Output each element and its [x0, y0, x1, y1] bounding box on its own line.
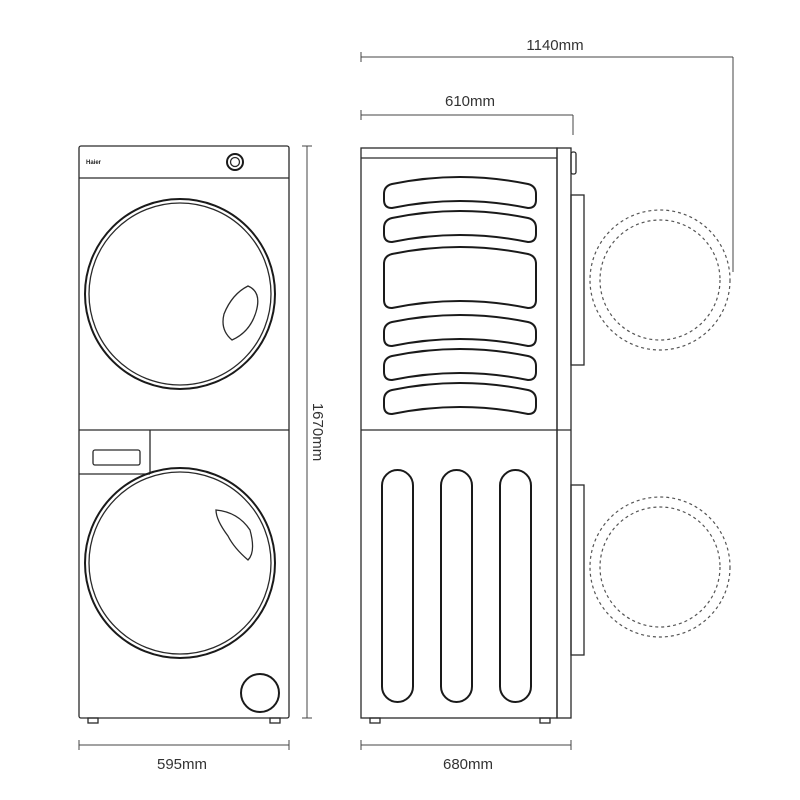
- brand-logo: Haier: [86, 160, 102, 166]
- washer-door-bulge: [570, 484, 585, 656]
- vent-slot: [383, 348, 537, 382]
- washer-door-swing-inner: [599, 506, 721, 628]
- detergent-drawer: [92, 449, 141, 466]
- vent-slot: [383, 176, 537, 210]
- dryer-door-handle: [222, 285, 259, 341]
- dim-label-side-depth: 680mm: [443, 756, 493, 773]
- dryer-knob-inner: [229, 156, 241, 168]
- side-vent-slots: [383, 176, 537, 416]
- dim-label-height: 1670mm: [309, 403, 326, 461]
- side-foot-right: [539, 717, 551, 724]
- side-knob: [570, 151, 577, 175]
- front-view: Haier: [78, 145, 290, 724]
- vent-capsule: [440, 469, 473, 703]
- vent-capsule: [499, 469, 532, 703]
- foot-right: [269, 717, 281, 724]
- filter-cover: [240, 673, 280, 713]
- foot-left: [87, 717, 99, 724]
- dryer-door: [84, 198, 276, 390]
- dim-label-total-depth: 1140mm: [526, 37, 583, 54]
- side-foot-left: [369, 717, 381, 724]
- dim-label-front-width: 595mm: [157, 756, 207, 773]
- side-vent-capsules: [381, 469, 532, 703]
- vent-slot: [383, 210, 537, 244]
- washer-door-inner: [88, 471, 272, 655]
- dryer-door-bulge: [570, 194, 585, 366]
- vent-slot: [383, 314, 537, 348]
- vent-capsule: [381, 469, 414, 703]
- dim-label-body-depth: 610mm: [445, 93, 495, 110]
- front-outline: [78, 145, 290, 719]
- dryer-door-swing-inner: [599, 219, 721, 341]
- side-front-panel: [556, 147, 572, 719]
- dryer-door-swing-outer: [589, 209, 731, 351]
- dryer-knob: [226, 153, 244, 171]
- vent-slot: [383, 246, 537, 310]
- side-outline: [360, 147, 558, 719]
- washer-door: [84, 467, 276, 659]
- washer-door-handle: [215, 509, 254, 561]
- dimension-lines: 1140mm 610mm 1670mm 595mm 680mm: [78, 37, 734, 773]
- washer-door-swing-outer: [589, 496, 731, 638]
- dryer-door-inner: [88, 202, 272, 386]
- vent-slot: [383, 382, 537, 416]
- side-view: [360, 147, 731, 724]
